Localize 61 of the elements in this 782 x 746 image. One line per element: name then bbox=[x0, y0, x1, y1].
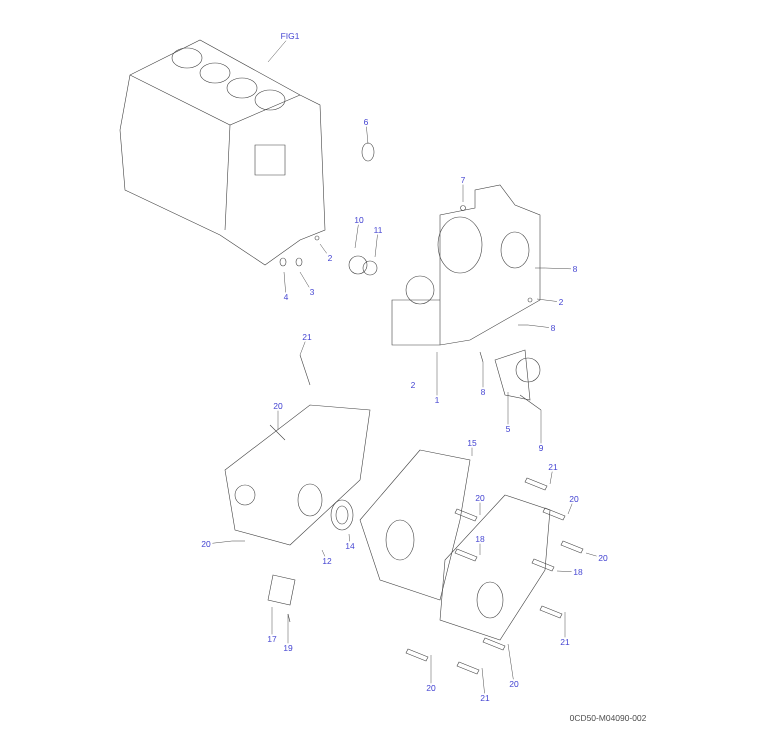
callout-number: 10 bbox=[354, 217, 364, 223]
leader-line bbox=[300, 272, 310, 288]
callout-number: 21 bbox=[480, 695, 490, 701]
leader-line bbox=[300, 341, 306, 356]
callout-number: 6 bbox=[364, 119, 368, 125]
callout-number: 19 bbox=[284, 645, 292, 651]
callout-number: 2 bbox=[411, 382, 415, 388]
callout-number: 8 bbox=[481, 389, 485, 395]
callout-number: 8 bbox=[551, 325, 555, 331]
callout-number: 18 bbox=[476, 536, 484, 542]
leader-line bbox=[462, 184, 464, 202]
callout-number: 8 bbox=[573, 266, 577, 272]
callout-number: 21 bbox=[302, 334, 312, 340]
figure-reference: FIG1 bbox=[281, 33, 299, 39]
leader-line bbox=[540, 410, 542, 444]
callout-number: 2 bbox=[328, 255, 332, 261]
callout-number: 20 bbox=[476, 495, 484, 501]
leader-line bbox=[268, 40, 286, 62]
callout-number: 7 bbox=[461, 177, 465, 183]
callout-number: 2 bbox=[559, 299, 563, 305]
callout-number: 15 bbox=[468, 440, 476, 446]
callout-number: 20 bbox=[274, 403, 282, 409]
leader-line bbox=[320, 244, 327, 254]
callout-number: 4 bbox=[284, 294, 288, 300]
leader-line bbox=[322, 550, 326, 557]
leader-line bbox=[556, 570, 572, 572]
leader-line bbox=[374, 234, 378, 258]
leader-line bbox=[550, 471, 552, 484]
callout-number: 20 bbox=[202, 541, 210, 547]
callout-number: 17 bbox=[268, 636, 276, 642]
leader-line bbox=[366, 126, 368, 144]
callout-number: 1 bbox=[435, 397, 439, 403]
callout-number: 11 bbox=[374, 227, 382, 233]
leader-line bbox=[354, 224, 359, 248]
leader-line bbox=[528, 324, 550, 328]
leader-line bbox=[536, 298, 558, 302]
leader-line bbox=[436, 352, 438, 396]
leader-line bbox=[482, 668, 485, 694]
callout-number: 20 bbox=[598, 555, 608, 561]
leader-line bbox=[508, 644, 514, 680]
callout-number: 21 bbox=[560, 639, 570, 645]
leader-line bbox=[568, 503, 572, 514]
leader-line bbox=[348, 534, 350, 542]
callout-number: 9 bbox=[539, 445, 543, 451]
callout-number: 18 bbox=[574, 569, 582, 575]
callout-number: 5 bbox=[506, 426, 510, 432]
leader-line bbox=[284, 272, 286, 293]
callout-number: 14 bbox=[346, 543, 354, 549]
callout-number: 12 bbox=[322, 558, 332, 564]
callout-number: 20 bbox=[426, 685, 436, 691]
leader-line bbox=[586, 552, 597, 556]
drawing-code: 0CD50-M04090-002 bbox=[570, 715, 646, 721]
leader-line bbox=[564, 612, 566, 638]
leader-line bbox=[430, 654, 432, 684]
leader-line bbox=[544, 268, 572, 270]
callout-number: 3 bbox=[310, 289, 314, 295]
leader-line bbox=[212, 540, 232, 544]
callout-number: 21 bbox=[548, 464, 558, 470]
leader-line bbox=[482, 362, 484, 388]
callout-number: 20 bbox=[510, 681, 518, 687]
callout-number: 20 bbox=[570, 496, 578, 502]
